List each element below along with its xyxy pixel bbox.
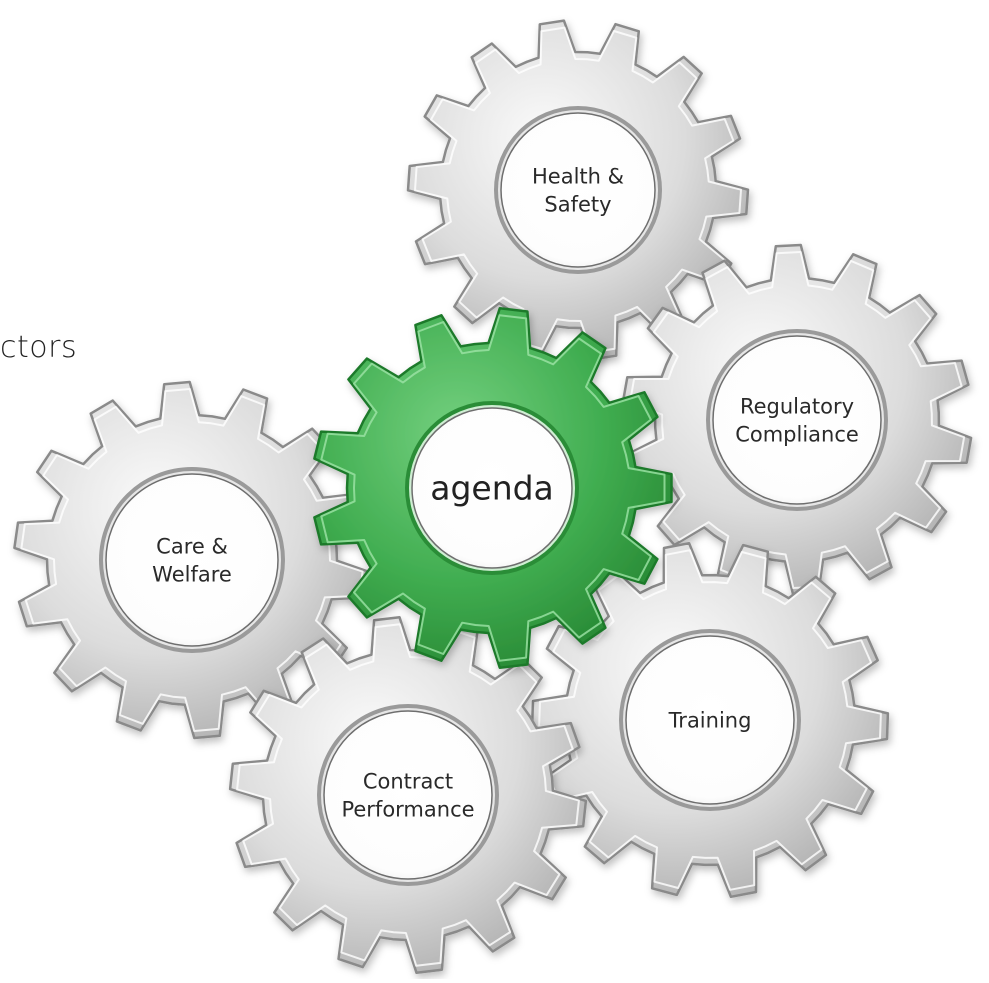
gear-bevel-health-safety xyxy=(414,26,742,354)
gear-training: Training xyxy=(530,541,890,899)
partial-heading-text: ctors xyxy=(0,330,78,365)
gear-hole-training xyxy=(625,635,795,805)
gear-label-health-safety-line-0: Health & xyxy=(532,164,624,188)
gear-hole-agenda xyxy=(411,407,573,569)
gear-bevel-regulatory-compliance xyxy=(628,251,966,589)
gear-hole-regulatory-compliance xyxy=(712,335,882,505)
gear-hole-contract-performance xyxy=(323,710,493,880)
gear-hole-health-safety xyxy=(500,112,656,268)
gear-label-contract-performance-line-0: Contract xyxy=(363,769,453,793)
gear-label-regulatory-compliance-line-1: Compliance xyxy=(735,422,859,446)
gear-health-safety: Health & Safety xyxy=(406,19,750,361)
gear-label-contract-performance-line-1: Performance xyxy=(341,797,474,821)
gear-label-care-welfare-line-1: Welfare xyxy=(152,562,232,586)
gear-label-agenda-line-0: agenda xyxy=(430,469,554,508)
gear-bevel-contract-performance xyxy=(236,623,580,967)
gear-label-training-line-0: Training xyxy=(668,708,752,732)
gear-care-welfare: Care & Welfare xyxy=(13,380,371,740)
gear-label-care-welfare-line-0: Care & xyxy=(156,534,228,558)
gear-hole-care-welfare xyxy=(105,473,279,647)
gear-label-regulatory-compliance-line-0: Regulatory xyxy=(740,394,854,418)
gear-label-health-safety-line-1: Safety xyxy=(544,192,611,216)
gear-agenda: agenda xyxy=(313,306,673,670)
gear-bevel-care-welfare xyxy=(20,388,364,732)
gear-bevel-agenda xyxy=(320,314,666,662)
